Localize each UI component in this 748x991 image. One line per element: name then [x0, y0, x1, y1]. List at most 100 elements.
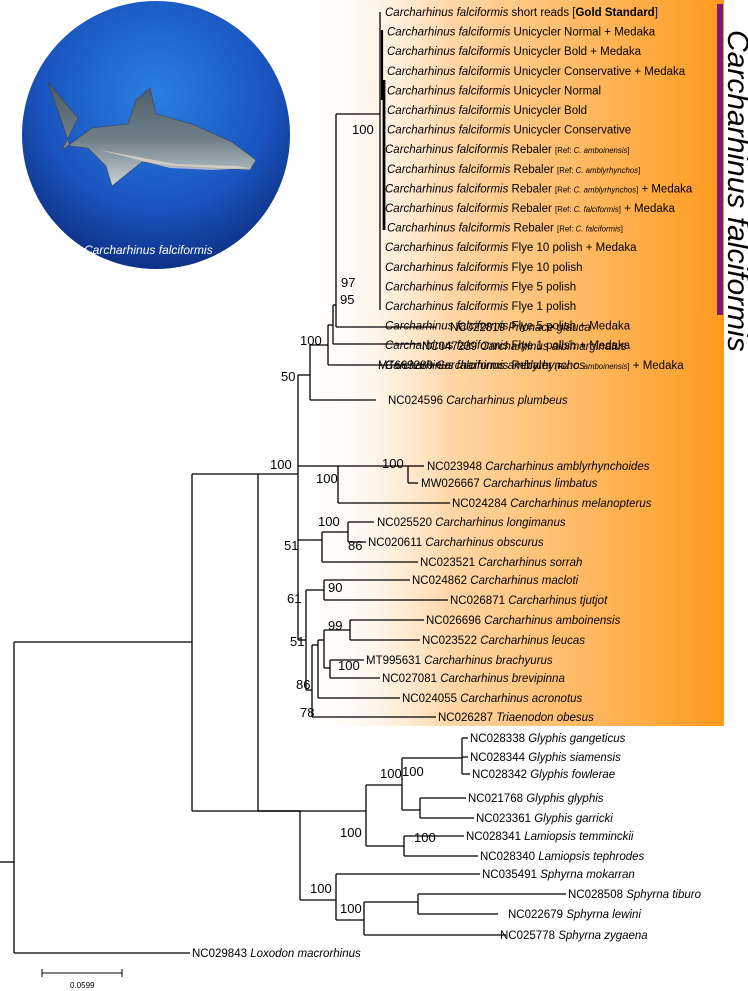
taxon-label-part: C. amboinensis	[574, 146, 628, 155]
taxon-label: MT663280 Carcharhinus amblyrhynchos	[378, 360, 585, 372]
taxon-label-part: NC035491	[482, 869, 540, 881]
taxon-label-part: Carcharhinus falciformis	[385, 321, 509, 333]
taxon-label-part: Sphyrna zygaena	[558, 930, 648, 942]
support-value: 100	[340, 901, 362, 916]
taxon-label-part: Rebaler	[510, 223, 557, 235]
taxon-label: NC021768 Glyphis glyphis	[468, 793, 604, 805]
taxon-label-part: Carcharhinus falciformis	[385, 7, 509, 19]
taxon-label: NC023521 Carcharhinus sorrah	[420, 557, 582, 569]
taxon-label-part: + Medaka	[630, 360, 685, 372]
taxon-label: Carcharhinus falciformis Flye 5 polish	[385, 281, 576, 293]
taxon-label-part: Carcharhinus falciformis	[387, 46, 511, 58]
taxon-label-part: Carcharhinus falciformis	[385, 183, 509, 195]
taxon-label-part: Triaenodon obesus	[496, 712, 594, 724]
taxon-label-part: Carcharhinus tjutjot	[508, 595, 608, 607]
photo-caption: Carcharhinus falciformis	[84, 243, 213, 257]
taxon-label: NC022679 Sphyrna lewini	[508, 909, 641, 921]
taxon-label: Carcharhinus falciformis Rebaler [Ref: C…	[385, 183, 693, 195]
taxon-label-part: Carcharhinus macloti	[470, 575, 578, 587]
taxon-label-part: ]	[638, 166, 640, 175]
support-value: 100	[414, 830, 436, 845]
taxon-label: NC025778 Sphyrna zygaena	[500, 930, 648, 942]
taxon-label-part: NC023948	[427, 461, 485, 473]
taxon-label-part: NC024055	[402, 693, 460, 705]
taxon-label-part: Carcharhinus plumbeus	[446, 395, 568, 407]
taxon-label-part: ]	[627, 146, 629, 155]
taxon-label-part: short reads [	[508, 7, 576, 19]
taxon-label-part: Carcharhinus falciformis	[385, 360, 509, 372]
taxon-label-part: NC024862	[412, 575, 470, 587]
taxon-label: Carcharhinus falciformis Unicycler Bold …	[387, 46, 642, 58]
support-value: 97	[341, 275, 355, 290]
taxon-label: NC026871 Carcharhinus tjutjot	[450, 595, 608, 607]
taxon-label-part: Carcharhinus falciformis	[387, 125, 511, 137]
taxon-label-part: NC027081	[382, 673, 440, 685]
taxon-label-part: ]	[621, 225, 623, 234]
taxon-label-part: Carcharhinus falciformis	[385, 144, 509, 156]
taxon-label-part: + Medaka	[621, 203, 676, 215]
support-value: 99	[328, 618, 342, 633]
taxon-label-part: Carcharhinus amboinensis	[484, 615, 620, 627]
taxon-label-part: NC028344	[470, 752, 528, 764]
taxon-label-part: Gold Standard	[575, 7, 654, 19]
support-value: 100	[338, 658, 360, 673]
shark-photo: Carcharhinus falciformis	[22, 1, 290, 269]
taxon-label-part: Rebaler	[508, 144, 555, 156]
taxon-label-part: Rebaler	[508, 360, 555, 372]
taxon-label-part: NC025778	[500, 930, 558, 942]
taxon-label-part: Unicycler Normal + Medaka	[510, 27, 655, 39]
taxon-label-part: NC028508	[568, 889, 626, 901]
support-value: 61	[287, 591, 301, 606]
taxon-label: NC035491 Sphyrna mokarran	[482, 869, 635, 881]
taxon-label-part: Unicycler Normal	[510, 85, 601, 97]
taxon-label-part: NC025520	[377, 517, 435, 529]
taxon-label: Carcharhinus falciformis Flye 10 polish …	[385, 242, 637, 254]
taxon-label-part: NC023361	[476, 813, 534, 825]
taxon-label: Carcharhinus falciformis Rebaler [Ref: C…	[387, 223, 623, 235]
taxon-label: Carcharhinus falciformis Flye 1 polish	[385, 301, 576, 313]
taxon-label-part: NC024596	[388, 395, 446, 407]
taxon-label: NC047239 Carcharhinus albimarginatus	[422, 341, 627, 353]
support-value: 100	[380, 766, 402, 781]
taxon-label-part: ]	[655, 7, 658, 19]
support-value: 50	[281, 369, 295, 384]
taxon-label: Carcharhinus falciformis Unicycler Bold	[387, 105, 587, 117]
taxon-label: NC029843 Loxodon macrorhinus	[192, 948, 361, 960]
taxon-label: Carcharhinus falciformis Unicycler Conse…	[387, 125, 631, 137]
taxon-label: NC028338 Glyphis gangeticus	[470, 733, 626, 745]
taxon-label: NC028508 Sphyrna tiburo	[568, 889, 702, 901]
taxon-label-part: Carcharhinus falciformis	[387, 164, 511, 176]
taxon-label-part: [Ref:	[555, 205, 574, 214]
support-value: 100	[270, 457, 292, 472]
taxon-label-part: Unicycler Conservative	[510, 125, 631, 137]
taxon-label-part: NC028338	[470, 733, 528, 745]
taxon-label-part: Flye 10 polish	[508, 262, 582, 274]
taxon-label-part: NC026696	[426, 615, 484, 627]
taxon-label-part: [Ref:	[555, 146, 574, 155]
taxon-label-part: Prionace glauca	[508, 322, 590, 334]
taxon-label-part: Rebaler	[510, 164, 557, 176]
taxon-label: MW026667 Carcharhinus limbatus	[421, 478, 598, 490]
taxon-label-part: Unicycler Bold	[510, 105, 587, 117]
taxon-label-part: Unicycler Bold + Medaka	[510, 46, 641, 58]
taxon-label-part: Carcharhinus limbatus	[483, 478, 598, 490]
taxon-label: NC020611 Carcharhinus obscurus	[368, 537, 544, 549]
taxon-label-part: NC028340	[480, 851, 538, 863]
taxon-label-part: Carcharhinus sorrah	[478, 557, 582, 569]
support-value: 100	[352, 122, 374, 137]
support-value: 100	[340, 825, 362, 840]
taxon-label-part: NC022679	[508, 909, 566, 921]
taxon-label: NC023522 Carcharhinus leucas	[422, 635, 585, 647]
taxon-label-part: Glyphis garricki	[534, 813, 613, 825]
taxon-label-part: Carcharhinus falciformis	[385, 203, 509, 215]
taxon-label-part: Sphyrna tiburo	[626, 889, 701, 901]
taxon-label-part: NC024284	[452, 498, 510, 510]
taxon-label-part: C. amblyrhynchos	[576, 166, 638, 175]
support-value: 100	[310, 881, 332, 896]
taxon-label: NC027081 Carcharhinus brevipinna	[382, 673, 565, 685]
support-value: 51	[284, 538, 298, 553]
taxon-label: Carcharhinus falciformis Unicycler Norma…	[387, 27, 656, 39]
support-value: 86	[296, 677, 310, 692]
support-value: 100	[300, 333, 322, 348]
